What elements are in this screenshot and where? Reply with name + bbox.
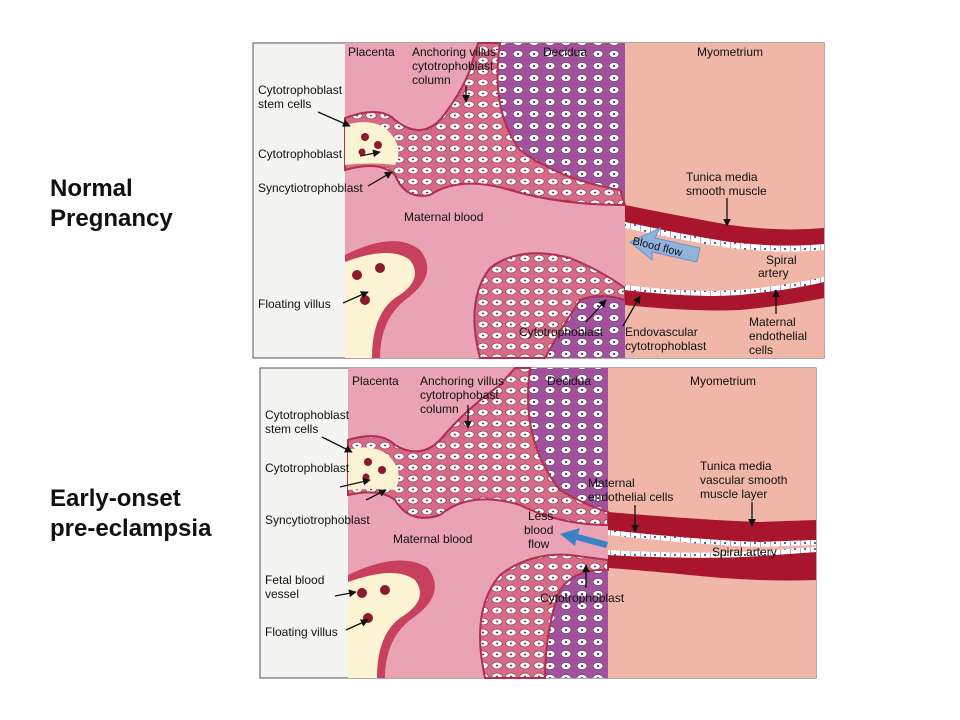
normal-pregnancy-label: Normal Pregnancy [50,174,173,234]
label-anchoring-1: Anchoring villus [412,45,496,59]
label-floating-villus: Floating villus [258,297,331,311]
label-decidua: Decidua [547,374,591,388]
anchoring-villus [347,367,609,527]
villus-core-top [348,447,399,490]
label-tunica-3: muscle layer [700,487,767,501]
endothelium-bottom [608,547,816,558]
anchoring-villus [344,42,627,207]
label-syncytiotrophoblast: Syncytiotrophoblast [258,181,363,195]
label-tunica-2: vascular smooth [700,473,787,487]
label-cytotrophoblast-bottom: Cytotrophoblast [540,591,625,605]
label-floating-villus: Floating villus [265,625,338,639]
label-placenta: Placenta [348,45,395,59]
label-fetal-vessel-1: Fetal blood [265,573,324,587]
label-decidua: Decidua [543,45,587,59]
normal-label-line2: Pregnancy [50,205,173,232]
pre-eclampsia-label: Early-onset pre-eclampsia [50,484,211,544]
label-endothelial-1: Maternal [749,315,796,329]
label-endothelial-1: Maternal [588,476,635,490]
label-less-2: blood [524,523,553,537]
label-myometrium: Myometrium [697,45,763,59]
pointer-arrows-pe [321,405,756,631]
endothelium-top [608,530,816,547]
cytotrophoblast-shell [473,252,626,359]
label-spiral-artery: Spiral artery [712,545,777,559]
label-endothelial-3: cells [749,343,773,357]
label-anchoring-3: column [412,73,451,87]
label-stem-2: stem cells [258,97,311,111]
label-stem-2: stem cells [265,422,318,436]
decidua-region [514,368,608,678]
label-anchoring-1: Anchoring villus [420,374,504,388]
label-endovascular-1: Endovascular [625,325,698,339]
label-endothelial-2: endothelial [749,329,807,343]
label-anchoring-2: cytotrophoblast [412,59,494,73]
label-stem-1: Cytotrophoblast [258,83,343,97]
label-cytotrophoblast: Cytotrophoblast [265,461,350,475]
villus-core-top [345,122,399,165]
label-endovascular-2: cytotrophoblast [625,339,707,353]
myometrium-region [625,43,824,358]
pe-label-line1: Early-onset [50,485,181,512]
label-endothelial-2: endothelial cells [588,490,673,504]
endothelium-bottom [625,277,824,296]
normal-label-line1: Normal [50,175,133,202]
label-anchoring-3: column [420,402,459,416]
label-maternal-blood: Maternal blood [404,210,483,224]
label-anchoring-2: cytotrophobast [420,388,499,402]
label-tunica-1: Tunica media [686,170,758,184]
pe-label-line2: pre-eclampsia [50,515,212,542]
artery-wall-bottom [625,282,824,311]
blood-flow-arrow-icon [629,226,701,263]
pointer-arrows-normal [317,86,780,327]
floating-villus-core [348,572,420,678]
endothelium-top [625,222,824,252]
label-syncytiotrophoblast: Syncytiotrophoblast [265,513,370,527]
pre-eclampsia-panel: Placenta Anchoring villus cytotrophobast… [259,367,817,679]
label-spiral-2: artery [758,266,789,280]
label-less-1: Less [528,509,553,523]
label-fetal-vessel-2: vessel [265,587,299,601]
label-maternal-blood: Maternal blood [393,532,472,546]
label-tunica-1: Tunica media [700,459,772,473]
label-placenta: Placenta [352,374,399,388]
label-less-3: flow [528,537,550,551]
label-tunica-2: smooth muscle [686,184,767,198]
floating-villus-core [345,252,415,358]
label-stem-1: Cytotrophoblast [265,408,350,422]
artery-wall-bottom [608,552,816,581]
cytotrophoblast-shell [479,553,609,679]
less-blood-flow-arrow-icon [560,528,608,548]
artery-wall-top [608,512,816,542]
label-myometrium: Myometrium [690,374,756,388]
label-spiral-1: Spiral [766,253,797,267]
label-cytotrophoblast-bottom: Cytotrophoblast [519,325,604,339]
normal-pregnancy-panel: Placenta Anchoring villus cytotrophoblas… [252,42,825,359]
label-cytotrophoblast: Cytotrophoblast [258,147,343,161]
